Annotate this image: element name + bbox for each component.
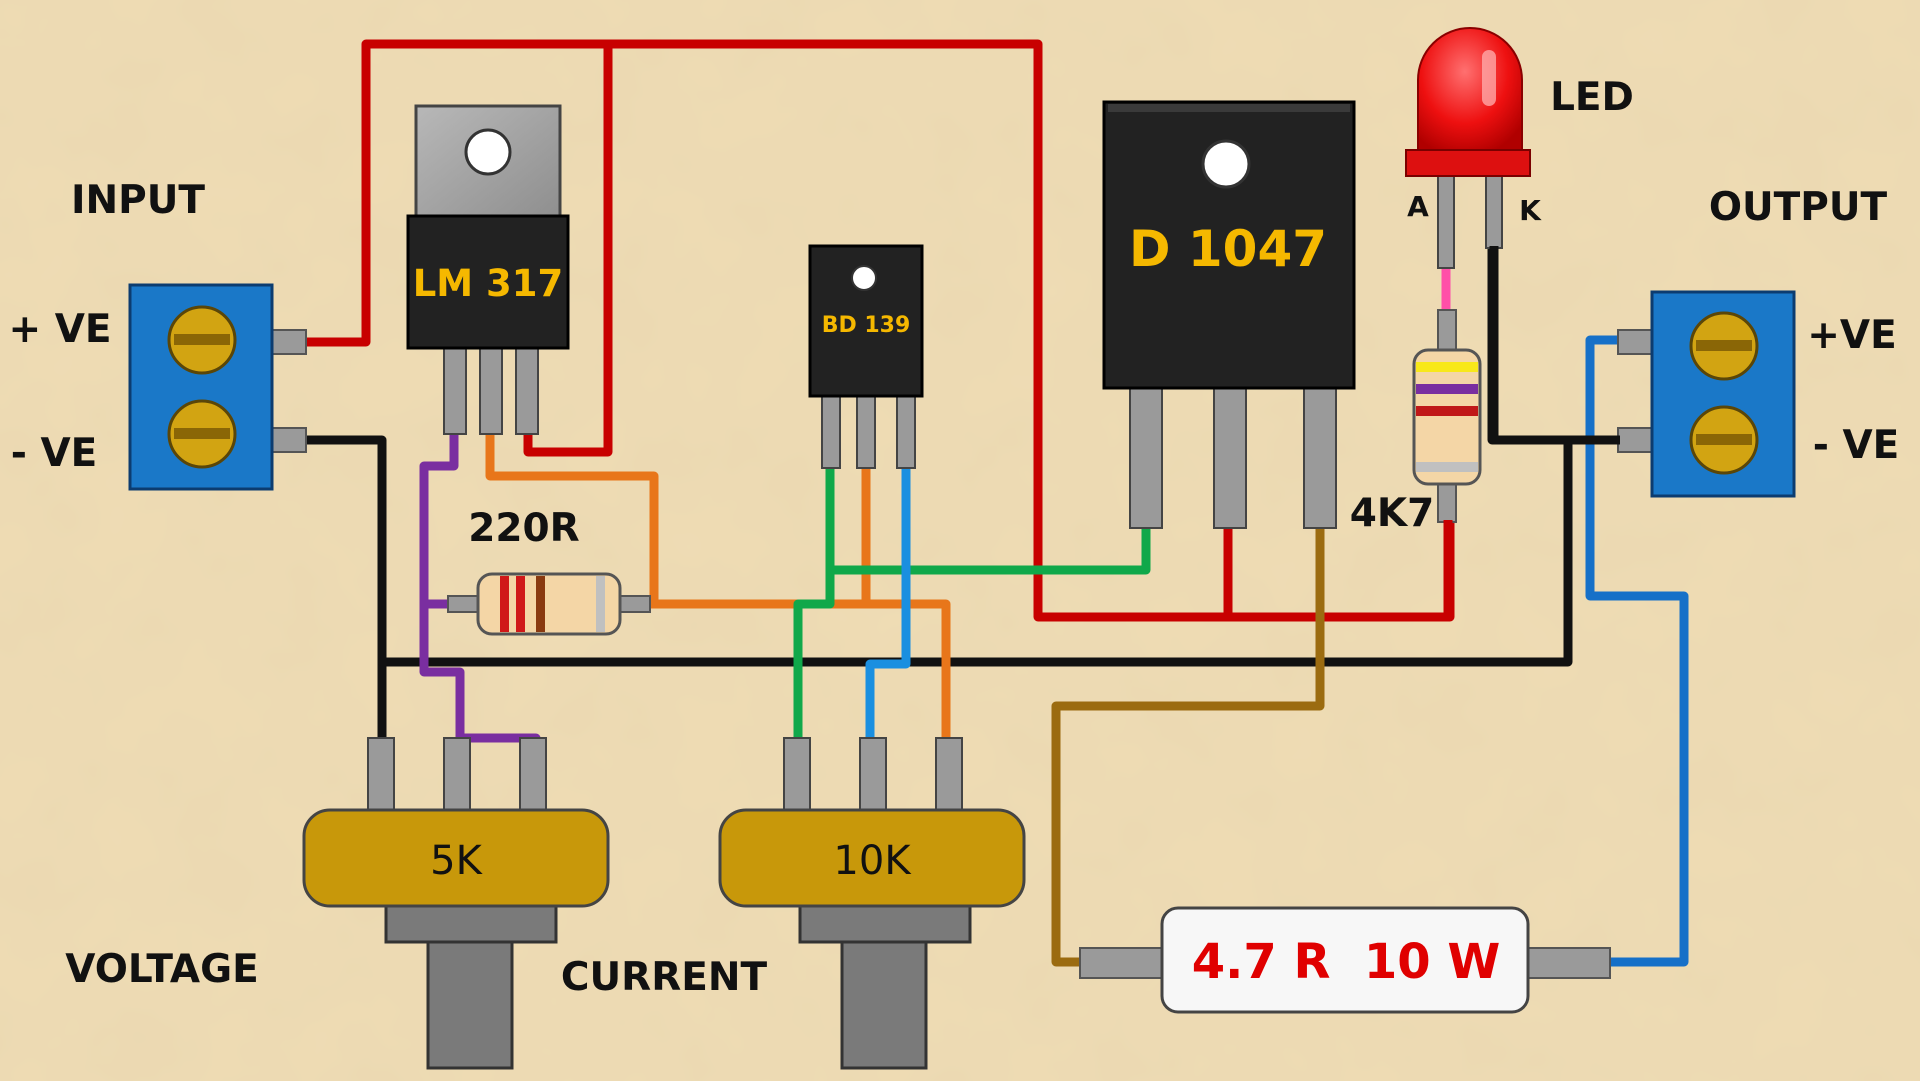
resistor-shunt-label: 4.7 R 10 W: [1192, 934, 1501, 990]
d1047-transistor: D 1047: [1102, 100, 1356, 529]
wire-blue-bd139: [865, 461, 911, 747]
wire-orange-bus: [649, 599, 951, 747]
output-screw-slot-neg: [1696, 434, 1752, 445]
d1047-label: D 1047: [1129, 220, 1327, 278]
lm317-label: LM 317: [413, 262, 564, 305]
wire-red-lm317-input: [523, 39, 613, 457]
bd139-mount-hole-icon: [851, 265, 877, 291]
input-neg-label: - VE: [11, 431, 98, 476]
lm317-regulator: LM 317: [406, 104, 570, 435]
pot-10k-bushing: [798, 902, 972, 944]
resistor-shunt-lead-left: [1079, 947, 1169, 979]
d1047-mount-hole-icon: [1201, 139, 1251, 189]
lm317-pin-adjust: [443, 347, 467, 435]
led-highlight: [1482, 50, 1496, 106]
input-terminal-block: [128, 283, 307, 491]
pot-10k: 10K: [718, 737, 1026, 1070]
resistor-shunt-lead-right: [1521, 947, 1611, 979]
led-dome-icon: [1417, 27, 1523, 153]
resistor-4k7-band-3: [1416, 406, 1478, 416]
lm317-pin-input: [515, 347, 539, 435]
resistor-220r-body: [476, 572, 622, 636]
resistor-220r-band-3: [536, 576, 545, 632]
resistor-shunt: 4.7 R 10 W: [1079, 906, 1611, 1014]
bd139-pin-1: [821, 393, 841, 469]
bd139-transistor: BD 139: [808, 244, 924, 469]
pot-5k-pin-2: [443, 737, 471, 815]
led-label: LED: [1550, 75, 1634, 120]
wire-brown-emitter: [1051, 523, 1325, 967]
wire-black-rail: [377, 435, 1573, 667]
led-anode-lead: [1437, 171, 1455, 269]
lm317-body: [406, 214, 570, 350]
d1047-pin-emitter: [1303, 383, 1337, 529]
resistor-4k7-band-1: [1416, 362, 1478, 372]
pot-10k-pin-1: [783, 737, 811, 815]
resistor-4k7-band-4: [1416, 462, 1478, 472]
pot-10k-body: [718, 808, 1026, 908]
pot-5k-pin-3: [519, 737, 547, 815]
resistor-220r-band-1: [500, 576, 509, 632]
current-label: CURRENT: [561, 955, 768, 1000]
pot-10k-label: 10K: [833, 838, 912, 884]
d1047-top-edge: [1108, 104, 1350, 112]
bd139-pin-2: [856, 393, 876, 469]
output-pos-label: +VE: [1807, 313, 1897, 358]
resistor-4k7-band-2: [1416, 384, 1478, 394]
lm317-mount-hole-icon: [464, 128, 512, 176]
led-indicator: [1405, 27, 1531, 269]
resistor-shunt-body: [1160, 906, 1530, 1014]
d1047-pin-collector: [1213, 383, 1247, 529]
pot-10k-pin-3: [935, 737, 963, 815]
wire-green-bd139: [793, 461, 835, 747]
d1047-pin-base: [1129, 383, 1163, 529]
input-terminal-pin-neg: [269, 427, 307, 453]
pot-5k-bushing: [384, 902, 558, 944]
input-screw-slot-neg: [174, 428, 230, 439]
pot-5k-body: [302, 808, 610, 908]
wire-blue-output: [1585, 335, 1689, 967]
led-cathode-label: K: [1519, 194, 1542, 227]
resistor-220r: 220R: [447, 506, 651, 636]
wire-green-d1047-base: [825, 523, 1151, 575]
lm317-pin-output: [479, 347, 503, 435]
input-screw-slot-pos: [174, 334, 230, 345]
output-screw-slot-pos: [1696, 340, 1752, 351]
voltage-label: VOLTAGE: [65, 947, 258, 992]
resistor-4k7-body: [1412, 348, 1482, 486]
pot-10k-pin-2: [859, 737, 887, 815]
bd139-pin-3: [896, 393, 916, 469]
led-anode-label: A: [1407, 190, 1429, 223]
resistor-4k7: 4K7: [1350, 309, 1482, 536]
wire-black-led-cathode: [1489, 246, 1620, 445]
led-flange: [1405, 149, 1531, 177]
resistor-220r-label: 220R: [468, 506, 579, 551]
input-terminal-pin-pos: [269, 329, 307, 355]
pot-5k: 5K: [302, 737, 610, 1070]
output-label: OUTPUT: [1709, 185, 1888, 230]
output-terminal-block: [1617, 290, 1796, 498]
output-terminal-pin-neg: [1617, 427, 1655, 453]
led-cathode-lead: [1485, 171, 1503, 249]
wire-black-ground: [297, 435, 387, 747]
output-terminal-pin-pos: [1617, 329, 1655, 355]
bd139-label: BD 139: [822, 313, 911, 338]
input-label: INPUT: [71, 178, 205, 223]
resistor-220r-band-4: [596, 576, 605, 632]
pot-5k-pin-1: [367, 737, 395, 815]
resistor-4k7-lead-bottom: [1437, 479, 1457, 523]
wire-purple-adjust: [419, 427, 541, 743]
resistor-4k7-label: 4K7: [1350, 491, 1435, 536]
output-neg-label: - VE: [1813, 423, 1900, 468]
pot-5k-label: 5K: [430, 838, 483, 884]
input-pos-label: + VE: [8, 307, 111, 352]
resistor-220r-band-2: [516, 576, 525, 632]
